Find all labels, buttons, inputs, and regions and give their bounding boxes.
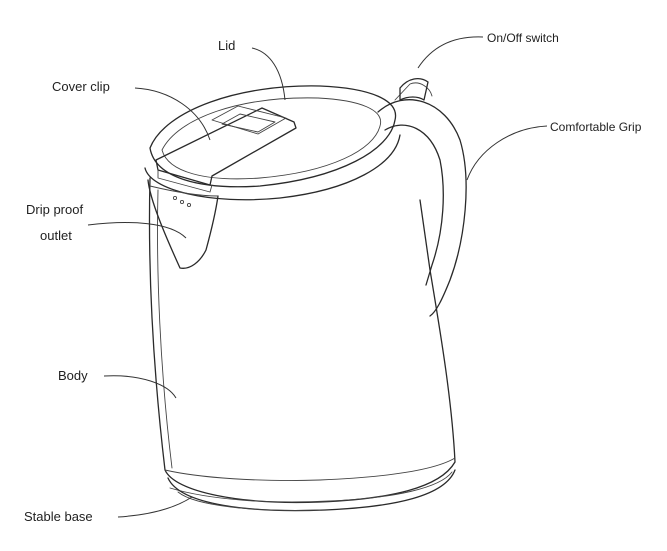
label-cover-clip: Cover clip [52, 79, 110, 94]
cover-clip [155, 105, 297, 193]
kettle-base [167, 469, 456, 512]
leader-stable-base [117, 496, 193, 518]
label-body: Body [58, 368, 88, 383]
drip-proof-outlet [147, 179, 219, 269]
leader-on-off-switch [417, 36, 484, 69]
leader-cover-clip [134, 87, 211, 141]
label-drip-proof-line2: outlet [40, 228, 72, 243]
label-comfortable-grip: Comfortable Grip [550, 120, 642, 134]
leader-body [103, 375, 177, 399]
leader-lid [251, 47, 286, 101]
label-drip-proof-line1: Drip proof [26, 202, 84, 217]
label-on-off-switch: On/Off switch [487, 31, 559, 45]
leader-drip-proof [87, 222, 187, 239]
kettle-body [148, 177, 456, 504]
label-lid: Lid [218, 38, 236, 53]
label-stable-base: Stable base [24, 509, 93, 524]
kettle-handle [377, 82, 467, 317]
leader-comfortable-grip [466, 125, 548, 181]
kettle-lid [144, 85, 401, 201]
on-off-switch [399, 77, 429, 101]
leader-lines [87, 36, 548, 518]
